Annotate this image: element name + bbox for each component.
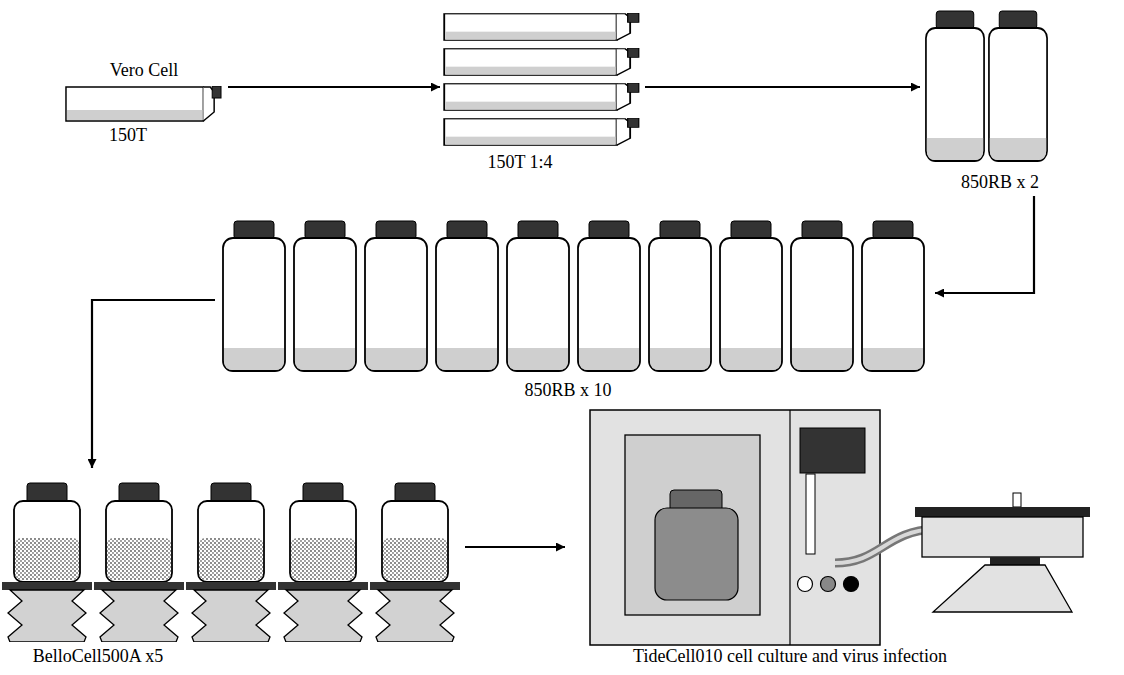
roller-bottle bbox=[578, 221, 640, 371]
tube bbox=[835, 529, 935, 563]
process-step: 850RB x 10 bbox=[215, 215, 935, 405]
t150-flask bbox=[444, 83, 639, 110]
t150-flask bbox=[444, 48, 639, 75]
roller-bottle bbox=[720, 221, 782, 371]
incubator-window bbox=[625, 435, 760, 615]
bellocell-unit bbox=[186, 483, 276, 642]
t150-flask bbox=[444, 118, 639, 145]
process-step: 850RB x 2 bbox=[920, 8, 1055, 196]
platform-box bbox=[922, 517, 1083, 557]
roller-bottle bbox=[436, 221, 498, 371]
process-step: BelloCell500A x5 bbox=[0, 468, 465, 670]
cabinet-divider bbox=[789, 410, 790, 645]
step-label: TideCell010 cell culture and virus infec… bbox=[633, 646, 947, 667]
cabinet bbox=[590, 410, 880, 645]
roller-bottle bbox=[926, 11, 984, 161]
screen bbox=[800, 428, 865, 473]
button bbox=[821, 577, 836, 592]
process-step: Vero Cell 150T bbox=[60, 56, 228, 148]
flow-arrow bbox=[935, 196, 1034, 293]
platform-top bbox=[915, 507, 1090, 517]
roller-bottle bbox=[649, 221, 711, 371]
roller-bottle bbox=[294, 221, 356, 371]
jar bbox=[655, 508, 738, 600]
tube bbox=[835, 529, 935, 563]
step-label: Vero Cell bbox=[110, 60, 178, 81]
stand-neck bbox=[990, 557, 1040, 565]
step-label: 850RB x 10 bbox=[524, 380, 611, 401]
bellocell-unit bbox=[370, 483, 460, 642]
button bbox=[844, 577, 859, 592]
step-label: BelloCell500A x5 bbox=[33, 646, 164, 667]
process-step: 150T 1:4 bbox=[440, 8, 645, 180]
flow-arrow bbox=[645, 86, 920, 88]
flow-arrow bbox=[92, 300, 215, 468]
roller-bottle bbox=[223, 221, 285, 371]
roller-bottle bbox=[862, 221, 924, 371]
process-step: TideCell010 cell culture and virus infec… bbox=[565, 400, 1095, 670]
roller-bottle bbox=[989, 11, 1047, 161]
bellocell-unit bbox=[94, 483, 184, 642]
tidecell-machine bbox=[590, 410, 1090, 645]
roller-bottle bbox=[365, 221, 427, 371]
roller-bottle bbox=[507, 221, 569, 371]
stand-base bbox=[933, 565, 1072, 612]
flow-arrow bbox=[228, 86, 440, 88]
bellocell-unit bbox=[2, 483, 92, 642]
button bbox=[798, 577, 813, 592]
port bbox=[1013, 493, 1021, 507]
bellocell-unit bbox=[278, 483, 368, 642]
step-label: 150T bbox=[109, 125, 147, 146]
t150-flask bbox=[444, 13, 639, 40]
roller-bottle bbox=[791, 221, 853, 371]
flow-arrow bbox=[465, 546, 565, 548]
step-label: 150T 1:4 bbox=[487, 152, 552, 173]
step-label: 850RB x 2 bbox=[961, 172, 1039, 193]
t150-flask bbox=[66, 86, 221, 121]
indicator bbox=[806, 474, 815, 554]
